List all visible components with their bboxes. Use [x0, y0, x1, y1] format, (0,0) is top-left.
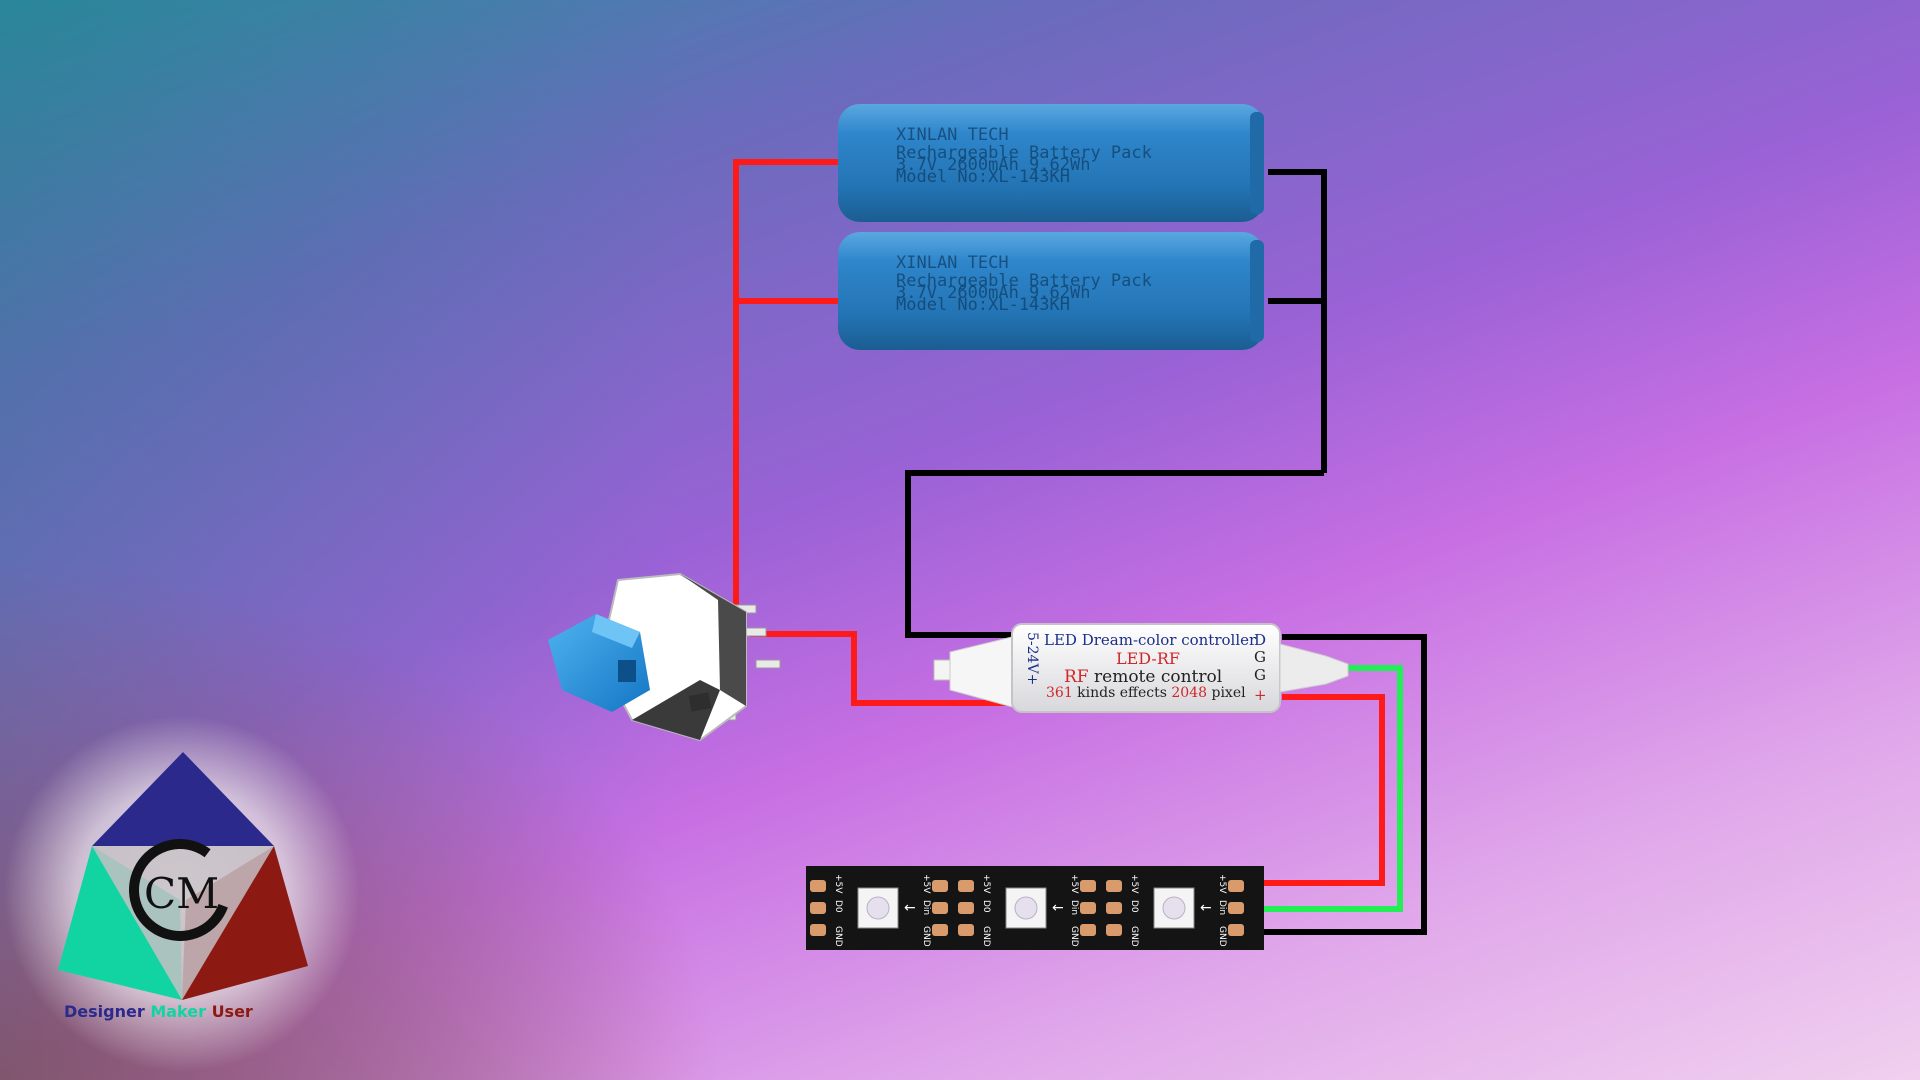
strip-pad — [810, 924, 826, 936]
led-controller: LED Dream-color controller LED-RF RF rem… — [933, 623, 1349, 713]
strip-direction-arrow: ← — [1200, 900, 1212, 916]
strip-pad-label: +5V — [1217, 874, 1227, 894]
strip-pad-label: D0 — [833, 900, 843, 913]
controller-voltage: 5-24V+ — [1024, 632, 1040, 685]
controller-effects-line: 361 kinds effects 2048 pixel — [1046, 685, 1246, 701]
strip-pad-label: +5V — [833, 874, 843, 894]
wire-positive-battery-to-switch — [733, 159, 841, 613]
led-lens — [1014, 896, 1038, 920]
controller-effects-num: 361 — [1046, 685, 1073, 701]
strip-pad-label: +5V — [1129, 874, 1139, 894]
wire-negative-to-controller — [905, 470, 1324, 638]
strip-pad-label: GND — [981, 926, 991, 947]
controller-effects-mid: kinds effects — [1073, 685, 1172, 701]
strip-pad — [810, 880, 826, 892]
battery-2-brand: XINLAN TECH — [896, 253, 1009, 273]
strip-pad — [1228, 880, 1244, 892]
logo-letters: CM — [144, 869, 219, 918]
battery-2-line2: 3.7V 2600mAh 9.62Wh — [896, 283, 1090, 303]
strip-pad — [1106, 924, 1122, 936]
battery-2: XINLAN TECH Rechargeable Battery Pack 3.… — [838, 232, 1264, 350]
controller-rf-suffix: remote control — [1089, 667, 1223, 687]
strip-pad — [932, 902, 948, 914]
strip-pad-label: Din — [1069, 900, 1079, 915]
strip-pad-label: GND — [1069, 926, 1079, 947]
strip-pad-label: +5V — [1069, 874, 1079, 894]
strip-pad — [958, 880, 974, 892]
logo-word-designer: Designer — [64, 1002, 145, 1021]
logo-triangle-top — [92, 752, 274, 846]
controller-pixel-suffix: pixel — [1207, 685, 1246, 701]
battery-2-line3: Model No:XL-143KH — [896, 295, 1070, 315]
strip-pad — [1106, 880, 1122, 892]
battery-1-line2: 3.7V 2600mAh 9.62Wh — [896, 155, 1090, 175]
strip-pad-label: D0 — [1129, 900, 1139, 913]
wire-negative-battery1 — [1268, 169, 1327, 473]
battery-1: XINLAN TECH Rechargeable Battery Pack 3.… — [838, 104, 1264, 222]
strip-pad-label: +5V — [981, 874, 991, 894]
strip-pad — [1080, 880, 1096, 892]
strip-pad — [1106, 902, 1122, 914]
wire-positive-switch-to-controller — [750, 631, 1010, 706]
strip-pad-label: GND — [1217, 926, 1227, 947]
strip-pad — [932, 880, 948, 892]
logo-tagline: Designer Maker User — [64, 1002, 253, 1021]
strip-pad — [1228, 924, 1244, 936]
strip-pad-label: Din — [921, 900, 931, 915]
controller-rf-prefix: RF — [1064, 667, 1089, 687]
strip-pad-label: D0 — [981, 900, 991, 913]
controller-title: LED Dream-color controller — [1044, 631, 1257, 649]
logo: CM Designer Maker User — [4, 716, 360, 1072]
controller-pixel-num: 2048 — [1171, 685, 1207, 701]
strip-pad — [810, 902, 826, 914]
strip-pad — [958, 902, 974, 914]
controller-model: LED-RF — [1116, 649, 1180, 668]
logo-word-maker: Maker — [150, 1002, 206, 1021]
strip-pad-label: +5V — [921, 874, 931, 894]
strip-direction-arrow: ← — [904, 900, 916, 916]
led-lens — [866, 896, 890, 920]
strip-direction-arrow: ← — [1052, 900, 1064, 916]
strip-pad-label: GND — [1129, 926, 1139, 947]
controller-pin-plus: + — [1254, 686, 1267, 704]
battery-1-brand: XINLAN TECH — [896, 125, 1009, 145]
strip-pad — [932, 924, 948, 936]
strip-pad — [958, 924, 974, 936]
strip-pad — [1228, 902, 1244, 914]
strip-pad-label: GND — [833, 926, 843, 947]
strip-pad — [1080, 902, 1096, 914]
logo-word-user: User — [212, 1002, 253, 1021]
wire-positive-controller-to-strip — [1250, 694, 1385, 886]
push-button-switch — [548, 572, 781, 742]
controller-pin-g2: G — [1254, 666, 1266, 684]
led-lens — [1162, 896, 1186, 920]
battery-2-line1: Rechargeable Battery Pack — [896, 271, 1152, 291]
controller-pin-g1: G — [1254, 648, 1266, 666]
wire-negative-controller-to-strip — [1250, 634, 1427, 935]
controller-rf-line: RF remote control — [1064, 667, 1222, 687]
strip-pad — [1080, 924, 1096, 936]
strip-pad-label: Din — [1217, 900, 1227, 915]
strip-pad-label: GND — [921, 926, 931, 947]
battery-1-line3: Model No:XL-143KH — [896, 167, 1070, 187]
battery-1-line1: Rechargeable Battery Pack — [896, 143, 1152, 163]
controller-pin-d: D — [1254, 631, 1266, 649]
